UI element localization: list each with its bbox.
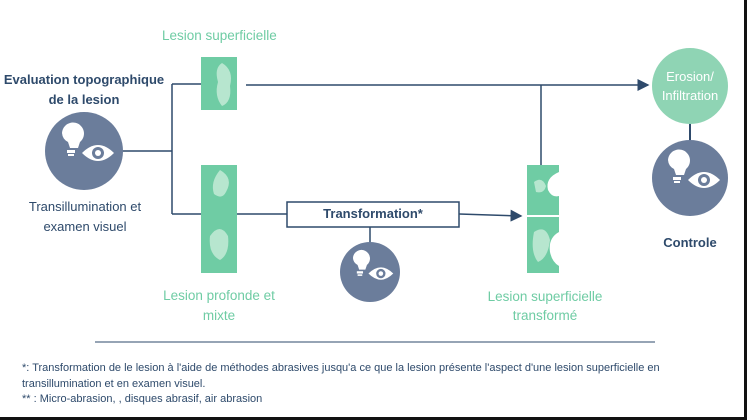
label-controle: Controle bbox=[663, 235, 717, 250]
tooth-strip-superficielle bbox=[201, 57, 237, 110]
label-evaluation: Evaluation topographique de la lesion bbox=[0, 70, 168, 110]
label-lesion-profonde-line2: mixte bbox=[202, 308, 236, 323]
label-evaluation-line2: de la lesion bbox=[48, 92, 120, 107]
label-evaluation-line1: Evaluation topographique bbox=[3, 72, 165, 87]
exam-circle-controle bbox=[652, 140, 728, 216]
erosion-infiltration-circle bbox=[652, 48, 728, 124]
footnote-2: ** : Micro-abrasion, , disques abrasif, … bbox=[22, 393, 263, 405]
label-lesion-transformee-line2: transformé bbox=[512, 308, 578, 323]
footnote-1: *: Transformation de le lesion à l'aide … bbox=[22, 360, 660, 392]
label-lesion-transformee-line1: Lesion superficielle bbox=[487, 289, 603, 304]
label-transillumination: Transillumination et examen visuel bbox=[5, 197, 165, 237]
arrow-to-transformed bbox=[458, 209, 523, 222]
label-lesion-profonde-line1: Lesion profonde et bbox=[163, 288, 275, 303]
label-lesion-superficielle: Lesion superficielle bbox=[162, 28, 277, 43]
transformation-box bbox=[286, 201, 460, 228]
footnote-1-line2: transillumination et en examen visuel. bbox=[22, 378, 206, 390]
label-transformation: Transformation* bbox=[323, 206, 423, 221]
label-erosion-line1: Erosion/ bbox=[666, 69, 714, 84]
footnote-1-line1: *: Transformation de le lesion à l'aide … bbox=[22, 362, 660, 374]
label-lesion-profonde: Lesion profonde et mixte bbox=[150, 286, 288, 326]
label-erosion-line2: Infiltration bbox=[661, 88, 719, 103]
exam-circle-left bbox=[45, 112, 123, 190]
label-transillumination-line1: Transillumination et bbox=[28, 199, 142, 214]
label-transillumination-line2: examen visuel bbox=[43, 219, 127, 234]
connector-lines bbox=[118, 79, 650, 242]
exam-circle-middle bbox=[340, 242, 400, 302]
tooth-strip-profonde bbox=[201, 165, 237, 273]
label-erosion-infiltration: Erosion/ Infiltration bbox=[652, 67, 728, 105]
tooth-strip-transformee bbox=[527, 165, 559, 273]
label-lesion-transformee: Lesion superficielle transformé bbox=[470, 287, 620, 325]
